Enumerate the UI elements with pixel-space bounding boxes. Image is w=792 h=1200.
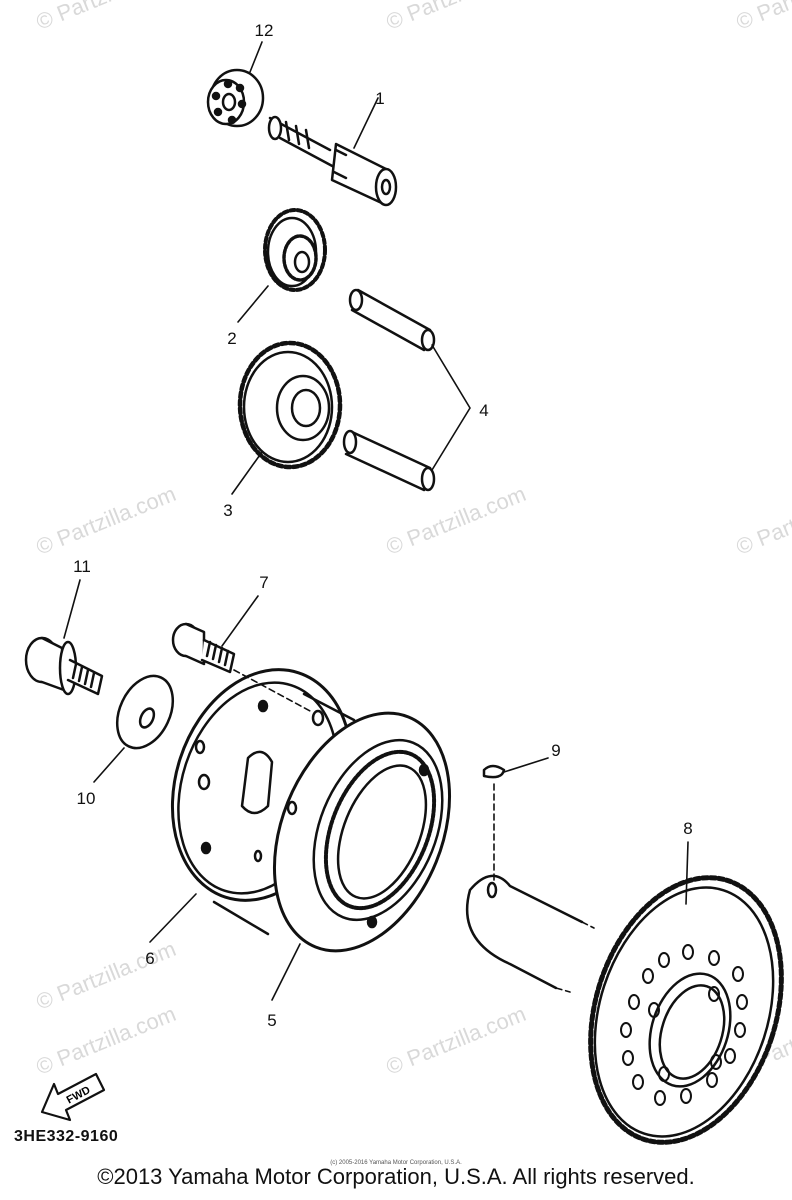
bolt-part-7 [171,622,236,674]
callout-12: 12 [255,21,274,40]
watermark-text: © Partzilla.com [33,481,180,560]
callout-4: 4 [479,401,488,420]
diagram-code: 3HE332-9160 [14,1128,119,1145]
callout-9: 9 [551,741,560,760]
callout-1: 1 [375,89,384,108]
watermark-text: © Partzilla.com [33,0,180,35]
watermark-text: © Partzilla.com [733,481,792,560]
callout-7: 7 [259,573,268,592]
bearing-part-12 [206,68,265,128]
callout-5: 5 [267,1011,276,1030]
callout-6: 6 [145,949,154,968]
callout-2: 2 [227,329,236,348]
starter-wheel-gear-part-8 [588,875,784,1145]
clutch-housing-part-5 [212,692,452,953]
callout-11: 11 [73,557,91,576]
watermark-text: © Partzilla.com [733,0,792,35]
callout-8: 8 [683,819,692,838]
watermark-text: © Partzilla.com [383,1001,530,1080]
crankshaft-outline [465,874,595,993]
key-part-9 [482,757,549,881]
leader-lines [63,41,689,1001]
washer-part-10 [115,674,175,750]
watermark-text: © Partzilla.com [33,936,180,1015]
forward-arrow-icon [40,1072,106,1122]
copyright-notice: ©2013 Yamaha Motor Corporation, U.S.A. A… [97,1164,695,1189]
gear-part-3 [237,340,343,470]
small-notice: (c) 2005-2016 Yamaha Motor Corporation, … [330,1160,462,1166]
callout-10: 10 [77,789,96,808]
callout-3: 3 [223,501,232,520]
pin-part-4b [342,429,436,492]
watermark-text: © Partzilla.com [383,481,530,560]
watermark-text: © Partzilla.com [33,1001,180,1080]
gear-part-2 [263,208,327,292]
pin-part-4a [348,288,436,352]
shaft-part-1 [267,115,398,207]
watermark-text: © Partzilla.com [383,0,530,35]
flange-bolt-part-11 [24,636,104,696]
